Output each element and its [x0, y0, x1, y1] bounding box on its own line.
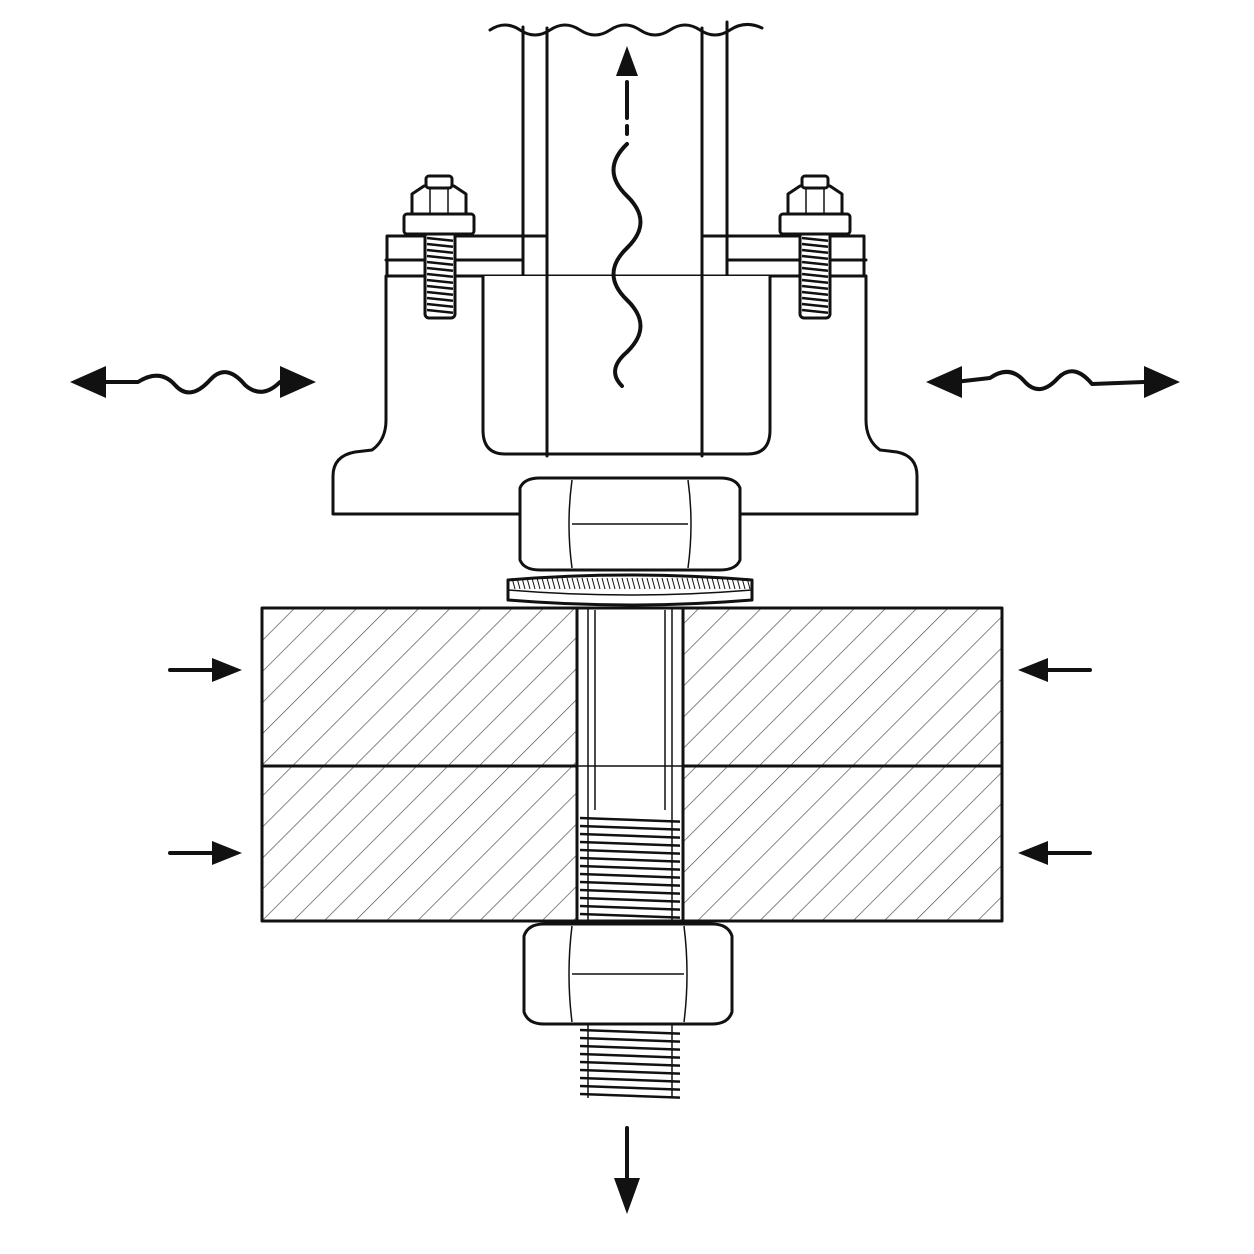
serrated-washer: [506, 573, 754, 607]
flange-bolt-left: [402, 174, 476, 320]
clamp-force-arrows: [168, 658, 1092, 865]
flange-bolt-right: [778, 174, 852, 320]
vibration-up-arrow: [611, 46, 643, 388]
tension-down-arrow: [614, 1126, 640, 1214]
through-bolt: [579, 608, 681, 1099]
lower-hex-nut: [522, 922, 734, 1026]
upper-hex-nut: [518, 476, 742, 572]
vibration-left-arrow: [70, 366, 316, 398]
vibration-right-arrow: [926, 366, 1180, 398]
